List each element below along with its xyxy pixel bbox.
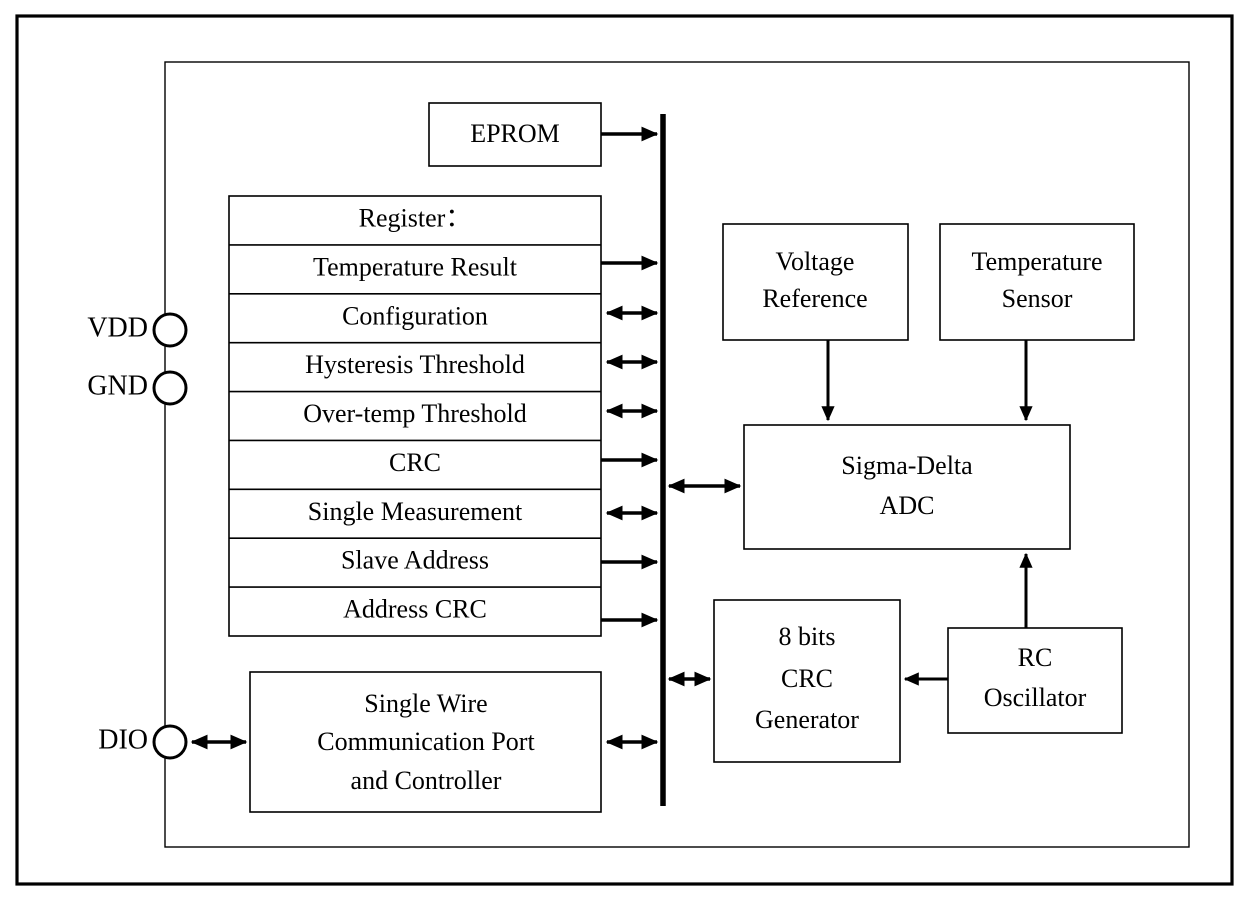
pin-vdd-label: VDD [87, 312, 148, 343]
crc-generator-box [713, 599, 901, 763]
crc-generator-label-line2: CRC [781, 664, 833, 693]
pin-gnd-circle [152, 370, 188, 406]
inner-chip-frame [164, 61, 1190, 848]
sigma-delta-adc-box [743, 424, 1071, 550]
single-wire-label-line2: Communication Port [317, 727, 535, 756]
voltage-reference-block: Voltage Reference [722, 223, 909, 341]
voltage-reference-box [722, 223, 909, 341]
register-row-slave-address: Slave Address [341, 546, 489, 575]
rc-oscillator-label-line2: Oscillator [984, 683, 1087, 712]
crc-generator-label-line3: Generator [755, 705, 859, 734]
voltage-reference-label-line2: Reference [762, 284, 867, 313]
register-row-over-temp-threshold: Over-temp Threshold [303, 399, 527, 428]
outer-frame-border [15, 14, 1234, 886]
register-row-configuration: Configuration [342, 301, 488, 330]
pin-dio-circle [152, 724, 188, 760]
crc-generator-block: 8 bits CRC Generator [713, 599, 901, 763]
single-wire-comm-box [249, 671, 602, 813]
pin-vdd: VDD [87, 312, 188, 348]
eprom-label: EPROM [470, 119, 560, 148]
register-row-crc: CRC [389, 448, 441, 477]
adc-label-line2: ADC [880, 491, 935, 520]
sigma-delta-adc-block: Sigma-Delta ADC [743, 424, 1071, 550]
temperature-sensor-block: Temperature Sensor [939, 223, 1135, 341]
register-row-address-crc: Address CRC [343, 595, 487, 624]
pin-vdd-circle [152, 312, 188, 348]
pin-gnd-label: GND [87, 370, 148, 401]
register-header-label: Register： [359, 203, 472, 232]
single-wire-label-line1: Single Wire [364, 689, 487, 718]
pin-dio-label: DIO [98, 724, 148, 755]
register-row-temperature-result: Temperature Result [313, 252, 518, 281]
register-row-hysteresis-threshold: Hysteresis Threshold [305, 350, 525, 379]
pin-dio: DIO [98, 724, 188, 760]
single-wire-comm-block: Single Wire Communication Port and Contr… [249, 671, 602, 813]
adc-label-line1: Sigma-Delta [841, 451, 973, 480]
register-row-single-measurement: Single Measurement [308, 497, 523, 526]
crc-generator-label-line1: 8 bits [778, 622, 835, 651]
voltage-reference-label-line1: Voltage [776, 247, 855, 276]
eprom-block: EPROM [428, 102, 602, 167]
rc-oscillator-block: RC Oscillator [947, 627, 1123, 734]
rc-oscillator-label-line1: RC [1018, 643, 1053, 672]
temperature-sensor-label-line2: Sensor [1002, 284, 1073, 313]
register-box [228, 195, 602, 637]
register-block: Register： Temperature Result Configurati… [228, 195, 602, 637]
single-wire-label-line3: and Controller [351, 766, 502, 795]
pin-gnd: GND [87, 370, 188, 406]
temperature-sensor-label-line1: Temperature [972, 247, 1103, 276]
temperature-sensor-box [939, 223, 1135, 341]
rc-oscillator-box [947, 627, 1123, 734]
eprom-box [428, 102, 602, 167]
